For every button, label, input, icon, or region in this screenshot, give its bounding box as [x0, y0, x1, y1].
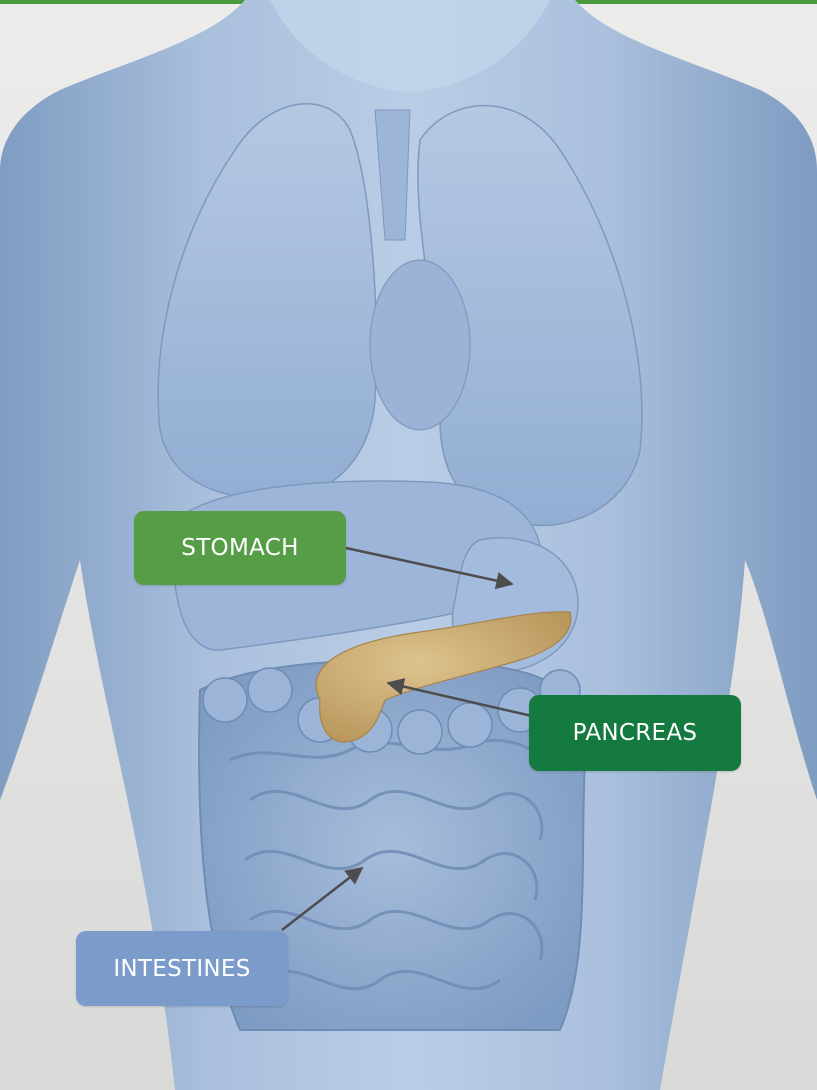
pancreas-label: PANCREAS: [529, 695, 741, 771]
intestines-label: INTESTINES: [76, 931, 288, 1006]
stomach-label: STOMACH: [134, 511, 346, 585]
